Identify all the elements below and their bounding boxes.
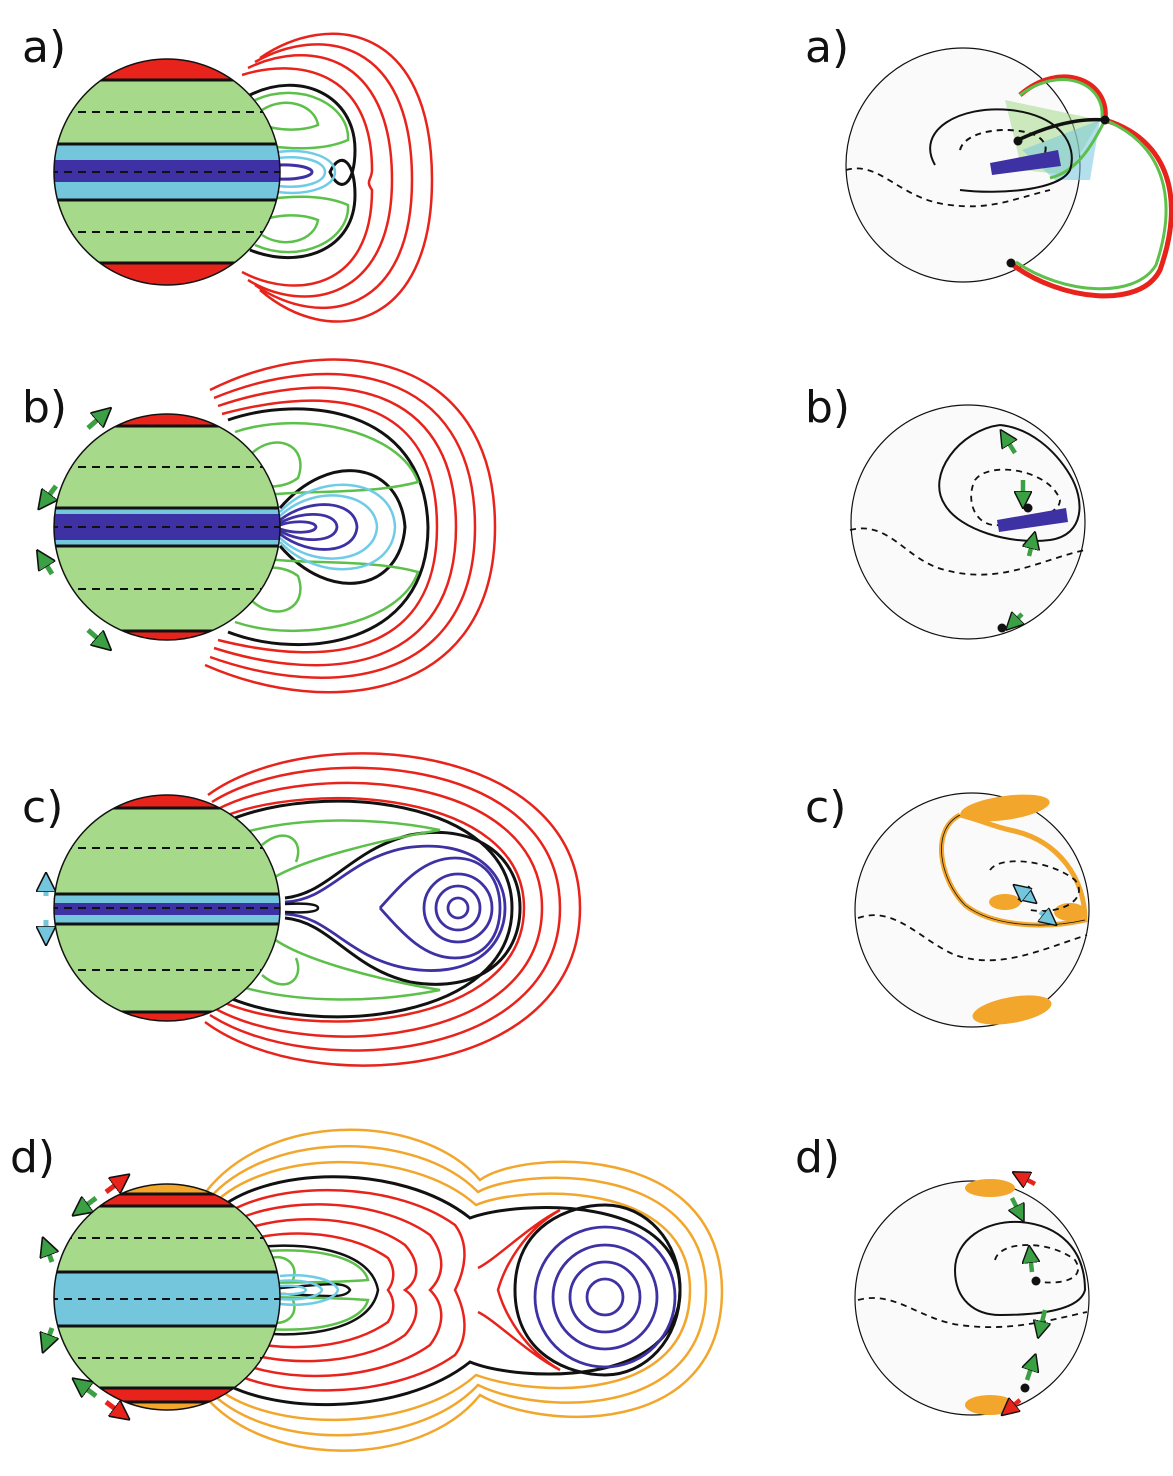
panel-d-flow-arrows	[46, 1180, 122, 1414]
panel-label-d-right: d)	[795, 1132, 840, 1183]
panel-label-a-right: a)	[805, 22, 849, 73]
panel-a-contour-map	[241, 32, 434, 323]
panel-label-c-right: c)	[805, 782, 846, 833]
panel-b-globe	[849, 404, 1086, 640]
panel-c-contour-map	[204, 752, 582, 1067]
panel-c-planet	[53, 794, 281, 1022]
panel-label-c-left: c)	[22, 782, 63, 833]
panel-d-globe	[854, 1176, 1090, 1415]
panel-label-b-left: b)	[22, 382, 67, 433]
panel-b-flow-arrows	[42, 414, 104, 644]
panel-c-globe	[854, 792, 1090, 1028]
panel-label-a-left: a)	[22, 22, 66, 73]
panel-d-planet	[53, 1183, 281, 1411]
panel-a-globe	[845, 47, 1173, 299]
panel-a-planet	[53, 58, 281, 286]
panel-b-contour-map	[204, 358, 497, 694]
panel-label-b-right: b)	[805, 382, 850, 433]
panel-label-d-left: d)	[10, 1132, 55, 1183]
panel-b-planet	[53, 413, 281, 641]
